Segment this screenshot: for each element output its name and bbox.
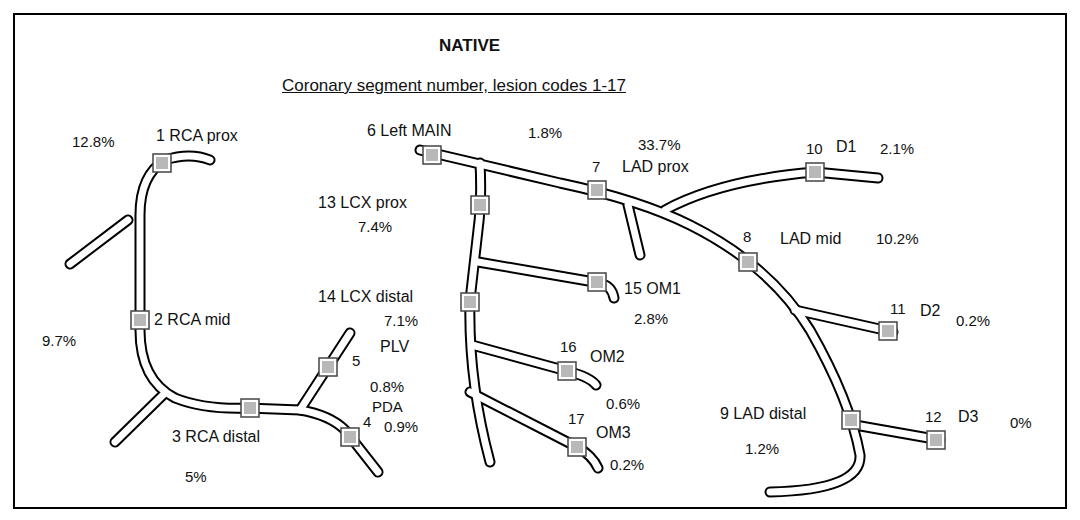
segment-label: 6 Left MAIN [367, 122, 451, 140]
segment-marker [153, 154, 171, 172]
segment-marker [341, 428, 359, 446]
vessel-outlines [70, 150, 940, 492]
segment-marker [739, 253, 757, 271]
segment-label: 3 RCA distal [172, 428, 260, 446]
segment-marker [131, 311, 149, 329]
percentage-label: 1.8% [528, 124, 562, 141]
segment-label: 1 RCA prox [156, 127, 238, 145]
segment-number: 12 [925, 408, 942, 425]
percentage-label: 1.2% [745, 440, 779, 457]
percentage-label: 2.8% [634, 310, 668, 327]
segment-label: PDA [372, 398, 403, 415]
diagram-title: NATIVE [439, 36, 500, 56]
segment-marker-fill [930, 434, 942, 446]
segment-number: 8 [743, 228, 751, 245]
segment-number: 5 [352, 352, 360, 369]
segment-marker-fill [809, 166, 821, 178]
segment-label: LAD prox [622, 158, 689, 176]
segment-label: D2 [920, 302, 940, 320]
segment-marker-fill [845, 414, 857, 426]
percentage-label: 5% [185, 468, 207, 485]
percentage-label: 33.7% [638, 136, 681, 153]
percentage-label: 7.1% [384, 312, 418, 329]
segment-label: 15 OM1 [624, 280, 681, 298]
segment-number: 11 [890, 300, 906, 317]
percentage-label: 7.4% [358, 218, 392, 235]
percentage-label: 0.6% [606, 395, 640, 412]
segment-marker [471, 196, 489, 214]
segment-marker-fill [244, 402, 256, 414]
segment-marker-fill [591, 184, 603, 196]
percentage-label: 0.9% [384, 418, 418, 435]
segment-marker [927, 431, 945, 449]
segment-marker-fill [156, 157, 168, 169]
percentage-label: 0.8% [370, 378, 404, 395]
segment-marker [461, 293, 479, 311]
segment-marker [568, 438, 586, 456]
segment-marker [319, 358, 337, 376]
segment-label: OM2 [590, 348, 625, 366]
segment-number: 10 [806, 140, 823, 157]
segment-marker [588, 273, 606, 291]
percentage-label: 0.2% [610, 456, 644, 473]
segment-label: 13 LCX prox [318, 194, 407, 212]
segment-number: 7 [592, 158, 600, 175]
segment-marker-fill [344, 431, 356, 443]
segment-label: D1 [836, 138, 856, 156]
segment-label: OM3 [596, 424, 631, 442]
subtitle: Coronary segment number, lesion codes 1-… [282, 76, 626, 96]
segment-marker-fill [882, 325, 894, 337]
segment-number: 17 [568, 410, 585, 427]
segment-label: 9 LAD distal [720, 405, 806, 423]
frame [14, 14, 1066, 508]
segment-marker-fill [134, 314, 146, 326]
segment-marker [588, 181, 606, 199]
segment-label: D3 [958, 408, 978, 426]
segment-marker [806, 163, 824, 181]
segment-marker [842, 411, 860, 429]
segment-marker-fill [591, 276, 603, 288]
segment-label: 2 RCA mid [154, 311, 230, 329]
percentage-label: 0% [1010, 414, 1032, 431]
segment-marker-fill [561, 365, 573, 377]
segment-marker-fill [742, 256, 754, 268]
segment-marker [423, 146, 441, 164]
segment-label: PLV [380, 338, 409, 356]
percentage-label: 12.8% [72, 133, 115, 150]
segment-marker-fill [322, 361, 334, 373]
segment-marker-fill [571, 441, 583, 453]
segment-label: LAD mid [780, 230, 841, 248]
segment-markers [131, 146, 945, 456]
percentage-label: 2.1% [880, 140, 914, 157]
segment-marker-fill [474, 199, 486, 211]
segment-label: 14 LCX distal [318, 288, 413, 306]
segment-marker [241, 399, 259, 417]
segment-number: 16 [560, 338, 577, 355]
segment-number: 4 [363, 413, 371, 430]
percentage-label: 0.2% [956, 312, 990, 329]
percentage-label: 9.7% [42, 332, 76, 349]
segment-marker-fill [464, 296, 476, 308]
segment-marker-fill [426, 149, 438, 161]
percentage-label: 10.2% [876, 230, 919, 247]
segment-marker [879, 322, 897, 340]
segment-marker [558, 362, 576, 380]
